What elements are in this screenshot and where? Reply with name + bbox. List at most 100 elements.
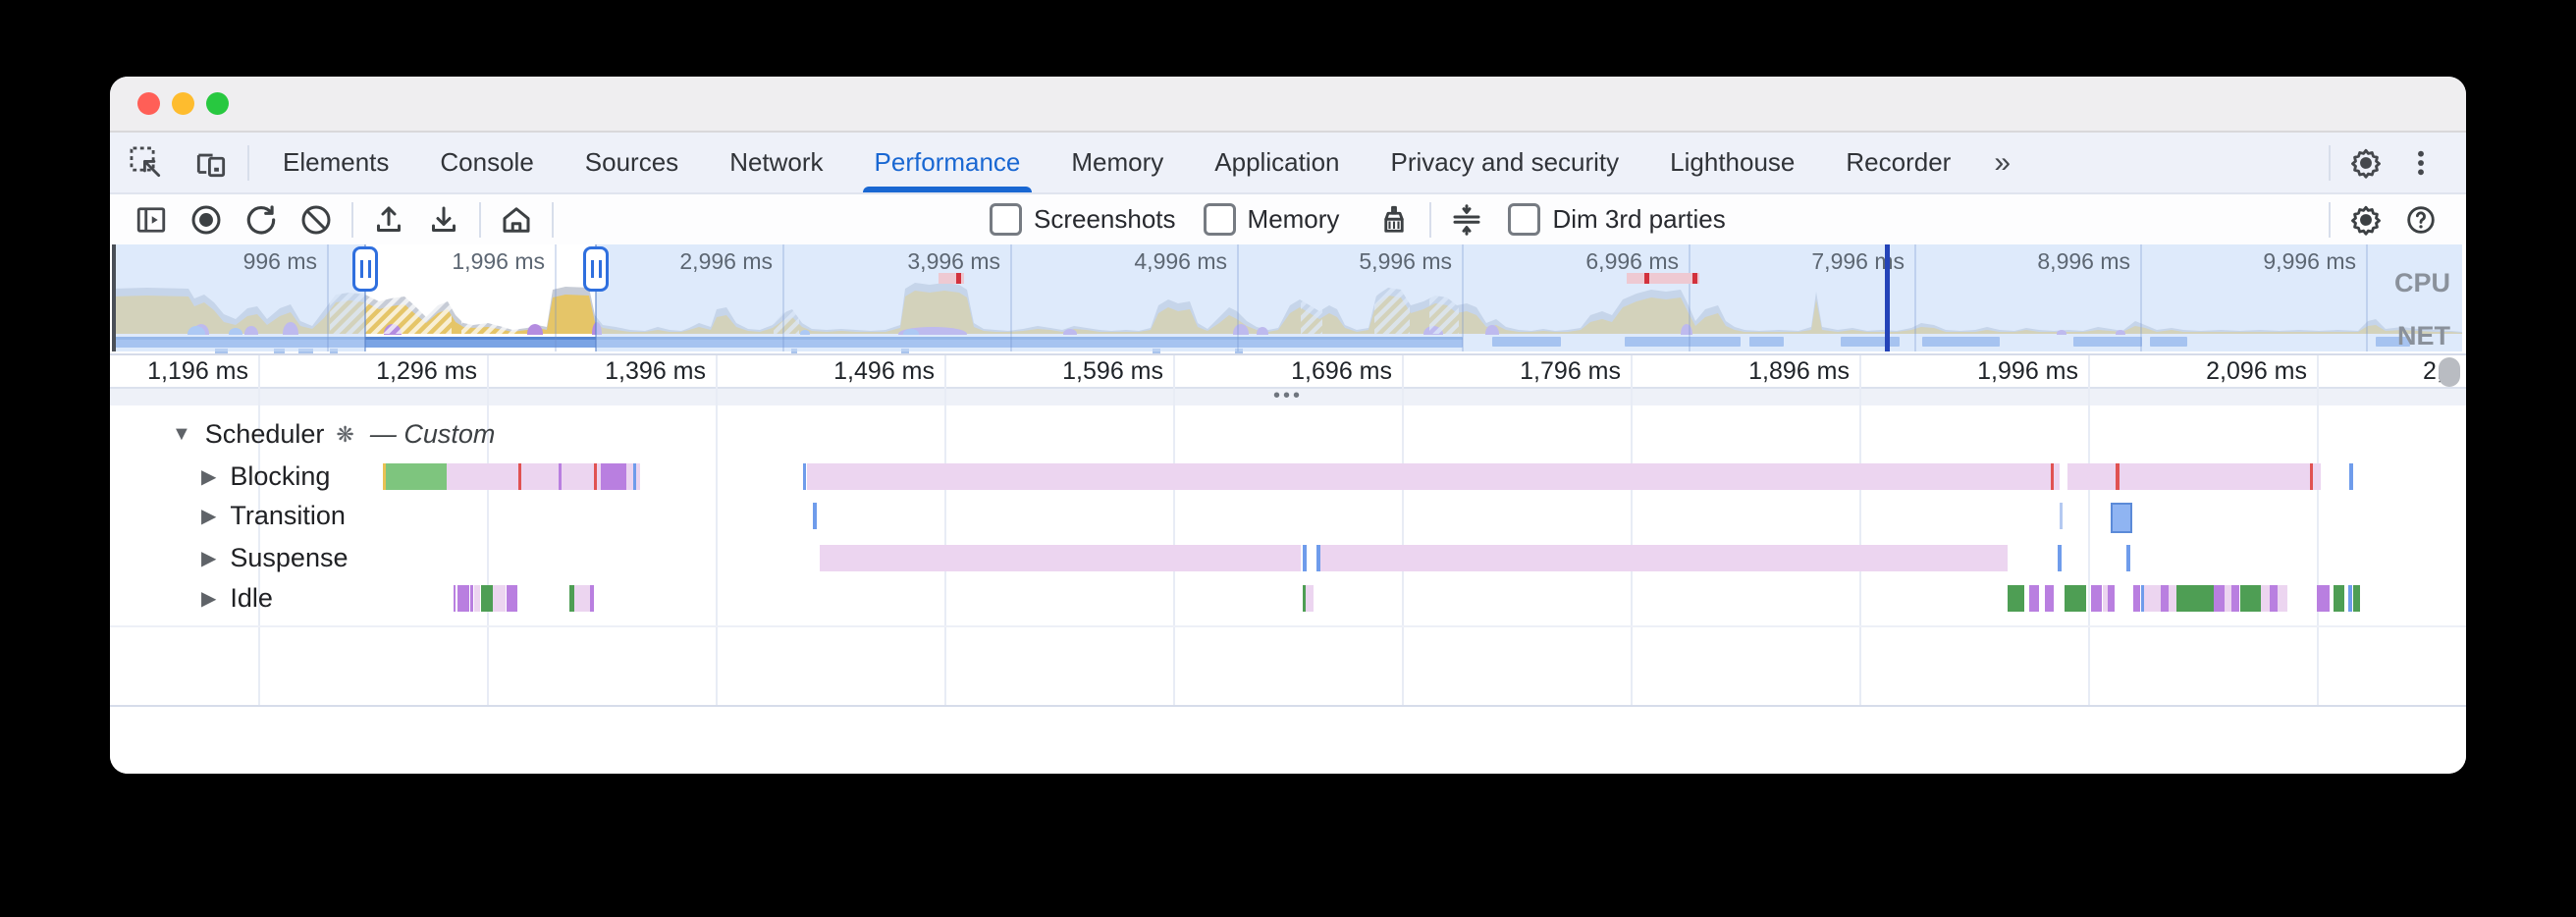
tab-memory[interactable]: Memory (1071, 147, 1164, 177)
flame-event-segment[interactable] (594, 463, 597, 490)
flame-event-segment[interactable] (481, 585, 493, 612)
flame-event-segment[interactable] (813, 503, 817, 529)
flame-event-segment[interactable] (470, 585, 473, 612)
expand-triangle-icon[interactable]: ▶ (201, 506, 217, 527)
flame-event-segment[interactable] (2008, 585, 2024, 612)
flame-event-segment[interactable] (2108, 585, 2115, 612)
dim-3rd-parties-checkbox[interactable]: Dim 3rd parties (1508, 203, 1752, 236)
compress-tracks-icon[interactable] (1439, 196, 1494, 243)
toggle-sidebar-icon[interactable] (124, 196, 179, 243)
flame-event-segment[interactable] (2051, 463, 2054, 490)
expand-triangle-icon[interactable]: ▶ (201, 466, 217, 488)
memory-checkbox[interactable]: Memory (1203, 203, 1368, 236)
flame-event-segment[interactable] (1306, 585, 1314, 612)
selection-handle-right[interactable] (583, 246, 609, 292)
tab-console[interactable]: Console (440, 147, 534, 177)
close-window-button[interactable] (137, 92, 160, 115)
expand-triangle-icon[interactable]: ▶ (201, 548, 217, 569)
flame-event-segment[interactable] (2116, 463, 2120, 490)
flame-event-segment[interactable] (2029, 585, 2039, 612)
collapse-triangle-icon[interactable]: ▼ (172, 423, 191, 445)
flame-event-segment[interactable] (2176, 585, 2214, 612)
capture-settings-gear-icon[interactable] (2338, 196, 2393, 243)
tab-sources[interactable]: Sources (584, 147, 679, 177)
screenshots-checkbox-box[interactable] (990, 203, 1022, 236)
device-toolbar-icon[interactable] (183, 141, 240, 185)
flame-event-segment[interactable] (2349, 463, 2353, 490)
record-and-reload-icon[interactable] (234, 196, 289, 243)
grip-dots[interactable]: ••• (1272, 385, 1304, 406)
tab-privacy-and-security[interactable]: Privacy and security (1390, 147, 1620, 177)
record-icon[interactable] (179, 196, 234, 243)
flame-event-segment[interactable] (493, 585, 506, 612)
track-row-suspense[interactable]: ▶Suspense (201, 543, 348, 573)
flame-event-segment[interactable] (803, 463, 806, 490)
tab-network[interactable]: Network (729, 147, 824, 177)
track-row-transition[interactable]: ▶Transition (201, 501, 346, 531)
flame-event-segment[interactable] (386, 463, 450, 490)
flame-event-segment[interactable] (2067, 463, 2321, 490)
flame-event-segment[interactable] (2240, 585, 2261, 612)
more-tabs-button[interactable]: » (1994, 145, 2011, 179)
flame-event-segment[interactable] (1303, 585, 1306, 612)
flame-event-segment[interactable] (2103, 585, 2108, 612)
tab-lighthouse[interactable]: Lighthouse (1670, 147, 1796, 177)
tab-recorder[interactable]: Recorder (1846, 147, 1952, 177)
tab-elements[interactable]: Elements (283, 147, 390, 177)
tab-performance[interactable]: Performance (849, 133, 1046, 192)
inspect-element-icon[interactable] (118, 141, 175, 185)
flame-event-segment[interactable] (2317, 585, 2330, 612)
vertical-scrollbar-thumb[interactable] (2439, 357, 2460, 387)
flame-event-segment[interactable] (2348, 585, 2352, 612)
flame-event-segment[interactable] (2133, 585, 2140, 612)
flame-event-segment[interactable] (574, 585, 591, 612)
flame-event-segment[interactable] (2161, 585, 2169, 612)
flame-event-segment[interactable] (457, 585, 469, 612)
flame-event-segment[interactable] (569, 585, 574, 612)
flame-event-segment[interactable] (559, 463, 562, 490)
settings-gear-icon[interactable] (2338, 139, 2393, 187)
upload-profile-icon[interactable] (361, 196, 416, 243)
flame-event-segment[interactable] (2045, 585, 2054, 612)
flame-event-segment[interactable] (2169, 585, 2176, 612)
flame-event-segment[interactable] (820, 545, 1301, 571)
flame-event-segment[interactable] (2310, 463, 2313, 490)
minimize-window-button[interactable] (172, 92, 194, 115)
flame-event-segment[interactable] (1316, 545, 1320, 571)
collect-garbage-icon[interactable] (1367, 196, 1422, 243)
flame-event-segment[interactable] (2091, 585, 2102, 612)
memory-checkbox-box[interactable] (1203, 203, 1236, 236)
kebab-menu-icon[interactable] (2393, 139, 2448, 187)
flame-event-segment[interactable] (2126, 545, 2130, 571)
playhead-line[interactable] (1885, 244, 1890, 351)
flame-event-segment[interactable] (507, 585, 517, 612)
tab-application[interactable]: Application (1214, 147, 1340, 177)
flame-event-segment[interactable] (2065, 585, 2086, 612)
flame-event-segment[interactable] (2141, 585, 2144, 612)
flame-event-segment[interactable] (2270, 585, 2278, 612)
flame-chart-area[interactable]: ▼ Scheduler ❋ — Custom ▶Blocking ▶Transit… (110, 355, 2466, 707)
flame-event-segment[interactable] (2334, 585, 2344, 612)
home-icon[interactable] (489, 196, 544, 243)
flame-event-segment[interactable] (2060, 503, 2063, 529)
flame-event-segment[interactable] (2144, 585, 2161, 612)
flame-event-segment[interactable] (633, 463, 636, 490)
help-icon[interactable] (2393, 196, 2448, 243)
screenshots-checkbox[interactable]: Screenshots (990, 203, 1204, 236)
flame-event-segment[interactable] (1303, 545, 1307, 571)
clear-icon[interactable] (289, 196, 344, 243)
track-row-blocking[interactable]: ▶Blocking (201, 461, 330, 492)
zoom-window-button[interactable] (206, 92, 229, 115)
selection-handle-left[interactable] (352, 246, 378, 292)
track-header-scheduler[interactable]: ▼ Scheduler ❋ — Custom (172, 419, 495, 450)
flame-event-segment[interactable] (2111, 503, 2132, 533)
flame-event-segment[interactable] (454, 585, 456, 612)
flame-event-segment[interactable] (383, 463, 386, 490)
dim-3rd-parties-checkbox-box[interactable] (1508, 203, 1541, 236)
track-row-idle[interactable]: ▶Idle (201, 583, 273, 614)
flame-event-segment[interactable] (2231, 585, 2239, 612)
flame-event-segment[interactable] (2058, 545, 2062, 571)
flame-event-segment[interactable] (518, 463, 521, 490)
